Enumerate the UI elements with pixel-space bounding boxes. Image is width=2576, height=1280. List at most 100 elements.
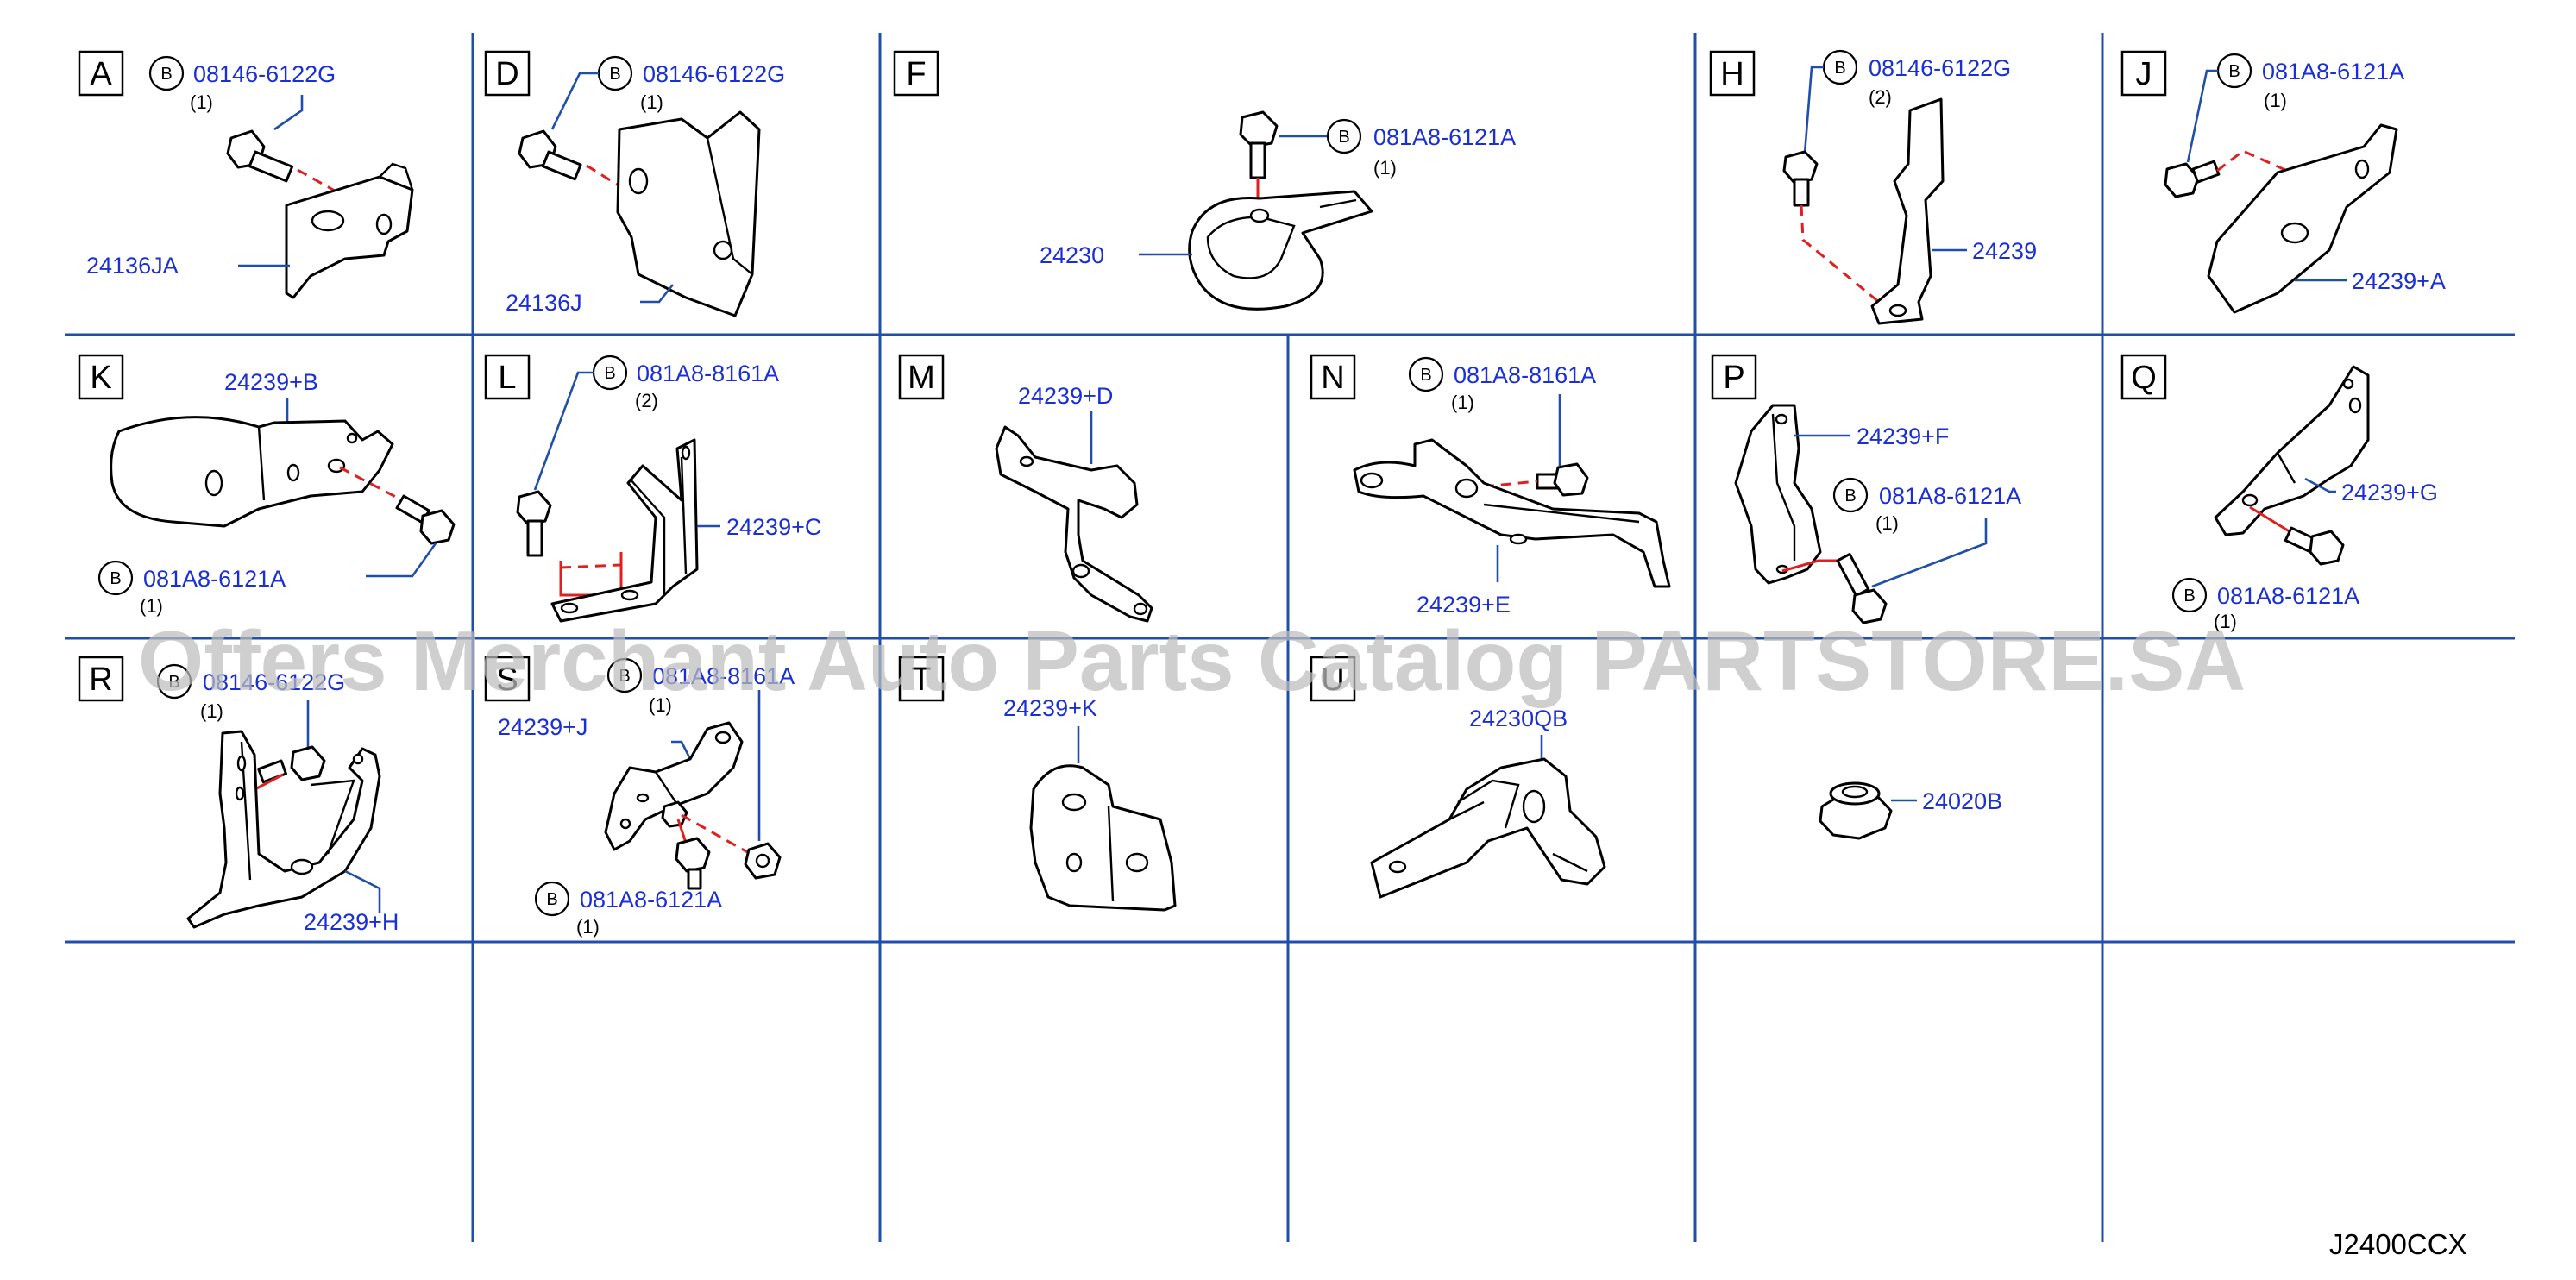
bolt-part-number[interactable]: 081A8-8161A bbox=[1454, 362, 1596, 388]
part-number-label[interactable]: 24239+H bbox=[304, 909, 399, 935]
panel-letter: P bbox=[1723, 360, 1744, 396]
bracket-24239j-icon bbox=[604, 721, 744, 851]
bolt-part-number[interactable]: 081A8-6121A bbox=[2217, 583, 2359, 609]
part-number-label[interactable]: 24239+K bbox=[1003, 695, 1097, 721]
bolt-marker-label: B bbox=[160, 65, 172, 84]
leader-line bbox=[2186, 69, 2218, 163]
panel-k: K 24239+B B 081A8-6121A (1) bbox=[78, 354, 456, 617]
bolt-quantity: (2) bbox=[1869, 86, 1892, 108]
bolt-quantity: (1) bbox=[200, 700, 223, 722]
bracket-24239h-icon bbox=[186, 730, 381, 929]
panel-letter: J bbox=[2136, 56, 2152, 92]
bolt-quantity: (1) bbox=[640, 91, 663, 113]
bolt-marker-label: B bbox=[604, 364, 615, 383]
panel-letter-box bbox=[893, 50, 939, 97]
bolt-icon bbox=[1782, 150, 1819, 207]
bolt-icon bbox=[2284, 526, 2345, 566]
bracket-24239a-icon bbox=[2207, 123, 2398, 314]
bolt-icon bbox=[1239, 110, 1279, 179]
panel-letter: M bbox=[908, 360, 935, 396]
bolt-part-number-2[interactable]: 081A8-6121A bbox=[580, 887, 722, 913]
panel-t: T 24239+K bbox=[898, 656, 1177, 912]
fastening-line bbox=[2249, 505, 2296, 536]
panel-letter-box bbox=[1711, 354, 1757, 400]
leader-line bbox=[550, 72, 599, 130]
bolt-quantity: (1) bbox=[190, 91, 213, 113]
leader-line bbox=[640, 284, 675, 304]
bolt-part-number[interactable]: 081A8-6121A bbox=[143, 566, 286, 592]
bolt-part-number[interactable]: 08146-6122G bbox=[203, 669, 345, 695]
part-number-label[interactable]: 24239+D bbox=[1018, 383, 1113, 409]
panel-letter: R bbox=[89, 662, 112, 698]
part-number-label[interactable]: 24136J bbox=[506, 290, 582, 316]
bolt-part-number[interactable]: 08146-6122G bbox=[643, 61, 785, 87]
bolt-marker-icon bbox=[1326, 118, 1362, 154]
leader-line bbox=[1803, 66, 1824, 154]
fastening-line bbox=[559, 552, 623, 597]
panel-l: L B 081A8-8161A (2) 24239+C bbox=[484, 354, 821, 623]
bolt-quantity-2: (1) bbox=[576, 916, 600, 938]
panel-n: N B 081A8-8161A (1) 24239+E bbox=[1310, 354, 1671, 618]
panel-letter: N bbox=[1321, 360, 1344, 396]
bolt-marker-label: B bbox=[110, 569, 121, 588]
panel-letter-box bbox=[1709, 50, 1756, 97]
panel-letter-box bbox=[484, 50, 531, 97]
part-number-label[interactable]: 24239+F bbox=[1857, 424, 1949, 449]
panel-letter-box bbox=[484, 354, 531, 400]
bolt-icon bbox=[1836, 552, 1888, 624]
bolt-part-number[interactable]: 081A8-6121A bbox=[1879, 483, 2021, 509]
fastening-line bbox=[1800, 204, 1890, 312]
part-number-label[interactable]: 24239+J bbox=[498, 714, 587, 740]
panel-letter: L bbox=[498, 360, 516, 396]
part-number-label[interactable]: 24239+A bbox=[2352, 268, 2446, 294]
panel-p: P 24239+F B 081A8-6121A (1) bbox=[1711, 354, 2021, 624]
diagram-code: J2400CCX bbox=[2329, 1228, 2467, 1260]
panel-m: M 24239+D bbox=[898, 354, 1153, 623]
bolt-icon bbox=[518, 129, 582, 181]
part-number-label[interactable]: 24239+E bbox=[1417, 592, 1511, 618]
bolt-part-number[interactable]: 081A8-8161A bbox=[652, 663, 795, 689]
bracket-24239f-icon bbox=[1734, 404, 1822, 585]
bolt-icon bbox=[2164, 160, 2221, 198]
panel-letter-box bbox=[1310, 354, 1356, 400]
part-number-label[interactable]: 24136JA bbox=[86, 253, 179, 279]
bolt-quantity: (1) bbox=[1875, 512, 1899, 534]
bolt-part-number[interactable]: 081A8-6121A bbox=[2262, 59, 2404, 85]
bolt-icon bbox=[395, 494, 456, 545]
bolt-icon bbox=[675, 837, 711, 890]
bolt-marker-label: B bbox=[1338, 128, 1349, 147]
leader-line bbox=[366, 543, 437, 578]
bolt-part-number[interactable]: 081A8-6121A bbox=[1373, 124, 1516, 150]
bolt-part-number[interactable]: 081A8-8161A bbox=[637, 361, 779, 386]
part-number-label[interactable]: 24239 bbox=[1972, 238, 2037, 264]
part-number-label[interactable]: 24239+C bbox=[726, 514, 821, 540]
leader-line bbox=[1871, 518, 1988, 588]
bolt-quantity: (1) bbox=[2264, 90, 2287, 111]
panel-letter: F bbox=[906, 56, 926, 92]
panel-letter-box bbox=[1310, 656, 1356, 702]
part-number-label[interactable]: 24230QB bbox=[1469, 706, 1568, 731]
part-number-label[interactable]: 24239+B bbox=[224, 369, 318, 395]
panel-d: D B 08146-6122G (1) 24136J bbox=[484, 50, 785, 317]
bracket-24239k-icon bbox=[1029, 764, 1177, 912]
bolt-icon bbox=[516, 490, 552, 557]
bolt-marker-label: B bbox=[546, 890, 557, 909]
bolt-marker-label: B bbox=[2228, 62, 2240, 81]
panel-letter-box bbox=[78, 656, 124, 702]
panel-letter: Q bbox=[2131, 360, 2157, 396]
part-number-label[interactable]: 24230 bbox=[1040, 242, 1104, 268]
leader-line bbox=[671, 740, 692, 760]
part-number-label[interactable]: 24239+G bbox=[2341, 480, 2438, 505]
bolt-part-number[interactable]: 08146-6122G bbox=[193, 61, 336, 87]
panel-r: R B 08146-6122G (1) 24239+H bbox=[78, 656, 399, 935]
fastening-line bbox=[560, 563, 622, 569]
bolt-part-number[interactable]: 08146-6122G bbox=[1869, 55, 2011, 81]
fastening-line bbox=[339, 466, 406, 504]
bolt-quantity: (1) bbox=[1451, 392, 1474, 413]
part-number-label[interactable]: 24020B bbox=[1922, 788, 2002, 814]
fastening-line bbox=[681, 813, 751, 856]
nut-icon bbox=[744, 842, 782, 880]
panel-v: 24020B bbox=[1819, 781, 2002, 840]
bracket-24136j-icon bbox=[616, 110, 761, 317]
